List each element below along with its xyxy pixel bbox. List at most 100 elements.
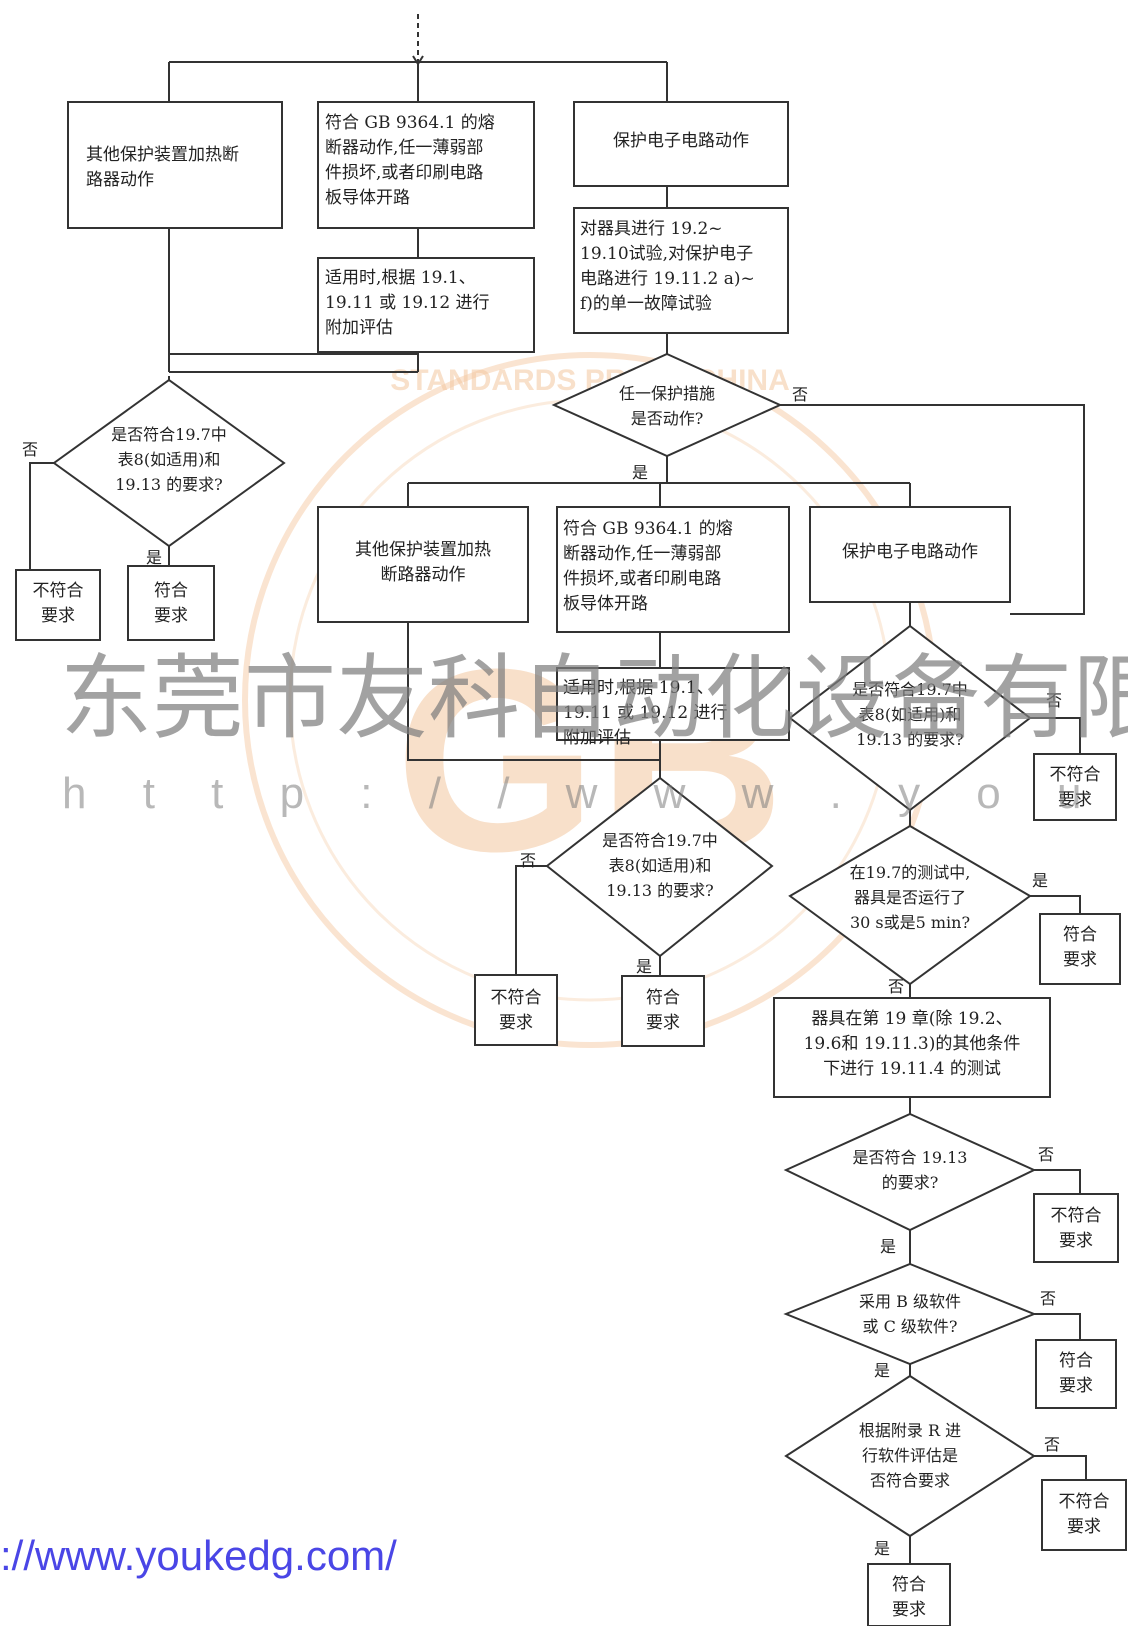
text-a5-line: 19.10试验,对保护电子 xyxy=(580,244,753,264)
text-d2-line: 是否动作? xyxy=(631,409,704,428)
yes-branch-label: 是 xyxy=(146,548,162,567)
text-d4-line: 是否符合19.7中 xyxy=(602,831,718,850)
box-fuse-2 xyxy=(556,506,790,633)
text-r_c4-line: 要求 xyxy=(1059,1376,1093,1396)
text-d1-line: 19.13 的要求? xyxy=(115,475,222,494)
text-r_nc5-line: 要求 xyxy=(1067,1517,1101,1537)
watermark-company-text: 东莞市友科自动化设备有限公 xyxy=(60,645,1128,752)
diamond-compliance-3 xyxy=(788,624,1032,812)
box-result-noncompliant-3 xyxy=(1033,753,1117,821)
flowchart-shapes xyxy=(15,101,1127,1626)
text-d5-line: 在19.7的测试中, xyxy=(850,863,971,882)
text-r_c5-line: 符合 xyxy=(892,1575,926,1595)
box-additional-assessment-2 xyxy=(556,667,790,741)
diamond-compliance-19-13 xyxy=(783,1112,1037,1232)
text-r_nc2-line: 要求 xyxy=(499,1013,533,1033)
no-branch-label: 否 xyxy=(520,851,536,870)
text-a5-line: f)的单一故障试验 xyxy=(580,294,712,314)
text-b2: 符合 GB 9364.1 的熔断器动作,任一薄弱部件损坏,或者印刷电路板导体开路 xyxy=(563,519,733,614)
text-a4: 适用时,根据 19.1、19.11 或 19.12 进行附加评估 xyxy=(325,268,490,338)
text-d8-line: 根据附录 R 进 xyxy=(859,1421,961,1440)
text-r_c2-line: 符合 xyxy=(646,988,680,1008)
text-c1-line: 下进行 19.11.4 的测试 xyxy=(823,1059,1001,1079)
text-r_nc2: 不符合要求 xyxy=(491,988,542,1033)
text-a4-line: 附加评估 xyxy=(325,318,393,338)
text-d5-line: 30 s或是5 min? xyxy=(850,913,970,932)
text-r_c3-line: 要求 xyxy=(1063,950,1097,970)
watermark-link[interactable]: ://www.youkedg.com/ xyxy=(0,1532,397,1579)
text-d2: 任一保护措施是否动作? xyxy=(619,384,715,428)
text-d6-line: 是否符合 19.13 xyxy=(853,1148,968,1167)
diamond-annex-r xyxy=(784,1374,1036,1538)
text-b4-line: 附加评估 xyxy=(563,728,631,748)
text-r_c2: 符合要求 xyxy=(646,988,680,1033)
text-r_nc4-line: 不符合 xyxy=(1051,1206,1102,1226)
text-a1-line: 其他保护装置加热断 xyxy=(86,145,239,165)
diamond-run-time xyxy=(788,824,1032,986)
diamond-any-protection xyxy=(551,352,783,458)
yes-branch-label: 是 xyxy=(1032,871,1048,890)
text-r_c4: 符合要求 xyxy=(1059,1351,1093,1396)
text-a5: 对器具进行 19.2~19.10试验,对保护电子电路进行 19.11.2 a)~… xyxy=(580,219,755,314)
text-d1-line: 表8(如适用)和 xyxy=(118,450,221,469)
box-electronic-circuit-2 xyxy=(809,506,1011,603)
text-d4-line: 表8(如适用)和 xyxy=(609,856,712,875)
text-d7: 采用 B 级软件或 C 级软件? xyxy=(859,1292,961,1336)
box-result-compliant-2 xyxy=(621,975,705,1047)
connector-lines xyxy=(29,14,1087,1564)
text-d4-line: 19.13 的要求? xyxy=(606,881,713,900)
text-r_nc4-line: 要求 xyxy=(1059,1231,1093,1251)
box-result-noncompliant-5 xyxy=(1041,1479,1127,1551)
box-result-noncompliant-1 xyxy=(15,569,101,641)
text-r_c1-line: 符合 xyxy=(154,581,188,601)
text-d8: 根据附录 R 进行软件评估是否符合要求 xyxy=(859,1421,961,1490)
text-b2-line: 板导体开路 xyxy=(563,594,648,614)
text-r_c1: 符合要求 xyxy=(154,581,188,626)
text-a2-line: 件损坏,或者印刷电路 xyxy=(325,163,483,183)
box-other-protection-1 xyxy=(67,101,283,229)
text-r_c5-line: 要求 xyxy=(892,1600,926,1620)
text-r_nc5-line: 不符合 xyxy=(1059,1492,1110,1512)
text-r_nc3-line: 要求 xyxy=(1058,790,1092,810)
text-c1: 器具在第 19 章(除 19.2、19.6和 19.11.3)的其他条件下进行 … xyxy=(804,1009,1021,1079)
text-a2: 符合 GB 9364.1 的熔断器动作,任一薄弱部件损坏,或者印刷电路板导体开路 xyxy=(325,113,495,208)
diamond-compliance-2 xyxy=(545,776,774,958)
text-d3-line: 表8(如适用)和 xyxy=(859,705,962,724)
text-r_nc5: 不符合要求 xyxy=(1059,1492,1110,1537)
box-additional-assessment-1 xyxy=(317,257,535,353)
text-r_c3-line: 符合 xyxy=(1063,925,1097,945)
company-watermark: 东莞市友科自动化设备有限公 h t t p : / / w w w . y o … xyxy=(0,645,1128,1579)
no-branch-label: 否 xyxy=(1046,691,1062,710)
text-c1-line: 器具在第 19 章(除 19.2、 xyxy=(811,1009,1012,1029)
text-a1-line: 路器动作 xyxy=(86,170,154,190)
no-branch-label: 否 xyxy=(22,440,38,459)
text-d3-line: 19.13 的要求? xyxy=(856,730,963,749)
yes-branch-label: 是 xyxy=(874,1539,890,1558)
text-b4-line: 19.11 或 19.12 进行 xyxy=(563,703,728,723)
text-r_nc2-line: 不符合 xyxy=(491,988,542,1008)
text-b3: 保护电子电路动作 xyxy=(842,542,978,562)
text-b1-line: 其他保护装置加热 xyxy=(355,540,491,560)
box-result-compliant-1 xyxy=(127,565,215,641)
text-a2-line: 板导体开路 xyxy=(325,188,410,208)
text-r_c2-line: 要求 xyxy=(646,1013,680,1033)
box-result-noncompliant-2 xyxy=(474,974,558,1046)
text-d2-line: 任一保护措施 xyxy=(619,384,715,403)
text-b4: 适用时,根据 19.1、19.11 或 19.12 进行附加评估 xyxy=(563,678,728,748)
watermark-url-text: h t t p : / / w w w . y o u k e d g . c … xyxy=(62,769,1128,818)
text-r_nc3-line: 不符合 xyxy=(1050,765,1101,785)
text-b1: 其他保护装置加热断路器动作 xyxy=(355,540,491,585)
text-r_nc1-line: 要求 xyxy=(41,606,75,626)
box-result-compliant-5 xyxy=(867,1563,951,1626)
text-r_c4-line: 符合 xyxy=(1059,1351,1093,1371)
box-fuse-1 xyxy=(317,101,535,229)
box-test-19-2 xyxy=(573,207,789,334)
no-branch-label: 否 xyxy=(792,385,808,404)
text-r_nc1-line: 不符合 xyxy=(33,581,84,601)
yes-branch-label: 是 xyxy=(874,1361,890,1380)
